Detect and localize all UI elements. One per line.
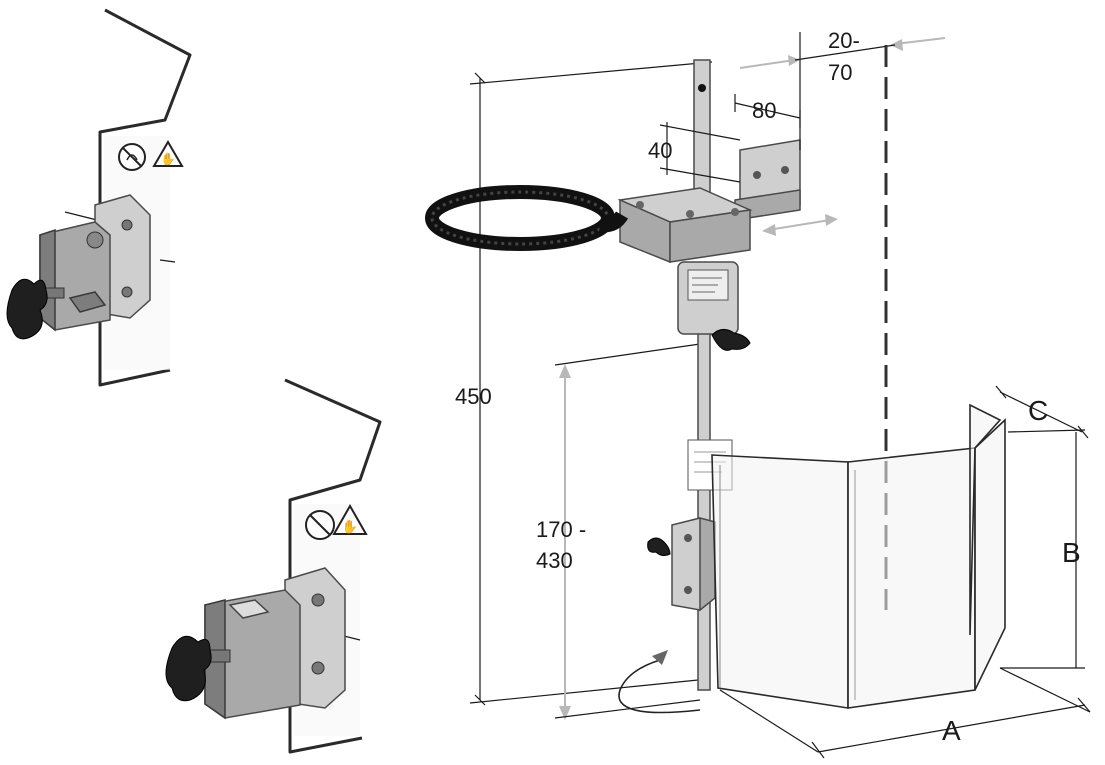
svg-text:✋: ✋ (342, 519, 358, 534)
main-assembly: 450 170 - 430 80 40 20- (425, 28, 1091, 759)
dim-total-height: 450 (455, 384, 492, 409)
clamp-top (39, 194, 151, 332)
dim-label-c: C (1028, 395, 1048, 426)
shield-edge-top (98, 8, 192, 387)
hand-crush-warning-icon: ✋ (152, 140, 184, 167)
dim-label-b: B (1062, 537, 1081, 568)
dim-width-80: 80 (752, 98, 776, 123)
hand-crush-warning-icon: ✋ (332, 503, 368, 535)
upper-clamp-knob (711, 329, 751, 351)
dim-offset-bottom: 70 (828, 60, 852, 85)
svg-text:✋: ✋ (161, 152, 176, 166)
rotation-arrow (618, 659, 701, 714)
lower-rod (697, 329, 711, 691)
no-hand-icon (118, 143, 146, 171)
clamp-bottom (204, 567, 346, 720)
dim-offset-top: 20- (828, 28, 860, 53)
rod-clamp (647, 517, 716, 612)
knob-bottom (165, 635, 231, 702)
dim-adjust-range-bottom: 430 (536, 548, 573, 573)
dim-label-a: A (942, 715, 961, 746)
shield-edge-bottom (284, 378, 382, 754)
dim-adjust-range-top: 170 - (536, 517, 586, 542)
detail-view-top: ✋ (6, 8, 192, 387)
knob-top (6, 278, 65, 340)
dim-height-40: 40 (648, 138, 672, 163)
protective-shield (711, 403, 1006, 709)
coiled-cable (425, 185, 629, 251)
no-hand-icon (305, 510, 335, 540)
detail-view-bottom: ✋ (165, 378, 382, 754)
